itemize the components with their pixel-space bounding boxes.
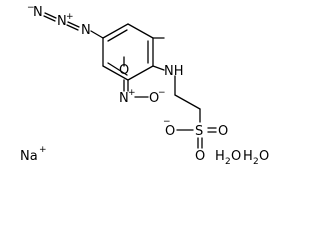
sulfonate-group: S O − O O	[163, 117, 228, 164]
sodium-ion: Na +	[20, 145, 47, 164]
nitro-n: N	[119, 91, 129, 106]
nitro-n-charge: +	[128, 88, 136, 98]
benzene-ring	[102, 23, 154, 81]
water-2: H 2 O	[243, 149, 269, 167]
sodium-charge: +	[39, 145, 47, 155]
nitro-o-charge: −	[158, 88, 166, 98]
nitro-o-right: O	[149, 91, 159, 106]
sulfonate-o-bottom: O	[195, 149, 205, 164]
aminoethyl-chain: NH	[152, 37, 201, 123]
azide-n1: N	[81, 23, 91, 38]
amine-nh: NH	[164, 64, 184, 79]
sulfonate-s: S	[195, 124, 203, 139]
water-2-h: H	[243, 149, 253, 164]
azide-n2-charge: +	[66, 12, 74, 22]
water-1-o: O	[231, 149, 241, 164]
sodium-label: Na	[20, 149, 38, 164]
water-2-sub: 2	[253, 157, 259, 167]
azide-n2: N	[57, 14, 67, 29]
azide-n3: N	[33, 5, 43, 20]
nitro-o-top: O	[119, 63, 129, 78]
water-1-h: H	[215, 149, 225, 164]
water-1: H 2 O	[215, 149, 241, 167]
water-1-sub: 2	[225, 157, 231, 167]
nitro-group: O N + O −	[119, 56, 166, 106]
sulfonate-o-right: O	[218, 124, 228, 139]
sulfonate-o-charge: −	[163, 117, 171, 127]
azide-group: N N + N −	[27, 3, 104, 39]
water-2-o: O	[259, 149, 269, 164]
azide-n3-charge: −	[27, 3, 35, 13]
sulfonate-o-left: O	[165, 124, 175, 139]
molecule-drawing: N N + N − O N + O − NH S O − O O	[20, 3, 269, 167]
